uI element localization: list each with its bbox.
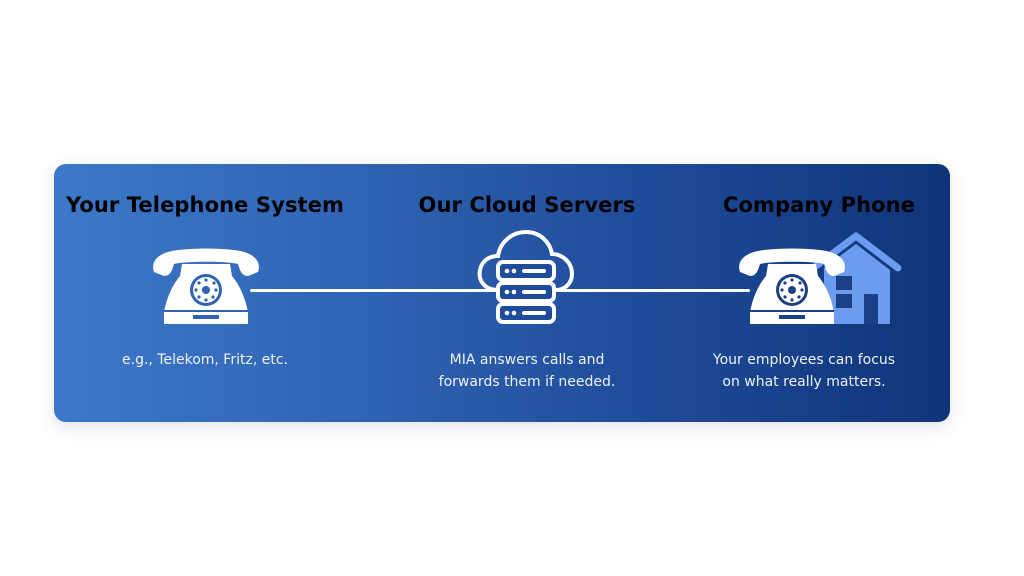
cloud-server-icon	[477, 229, 575, 324]
cloud-servers-description: MIA answers calls and forwards them if n…	[439, 349, 616, 393]
telephone-icon	[739, 248, 845, 324]
cloud-servers-title: Our Cloud Servers	[418, 193, 636, 217]
telephone-icon	[153, 248, 259, 324]
house-icon	[812, 232, 902, 324]
description-line: Your employees can focus	[712, 352, 896, 368]
description-line: e.g., Telekom, Fritz, etc.	[122, 352, 288, 368]
company-phone-description: Your employees can focus on what really …	[713, 349, 895, 393]
description-line: MIA answers calls and	[449, 352, 605, 368]
description-line: on what really matters.	[722, 374, 886, 390]
telephone-system-description: e.g., Telekom, Fritz, etc.	[122, 349, 288, 371]
telephone-system-title: Your Telephone System	[65, 193, 345, 217]
description-line: forwards them if needed.	[438, 374, 616, 390]
company-phone-title: Company Phone	[722, 193, 916, 217]
